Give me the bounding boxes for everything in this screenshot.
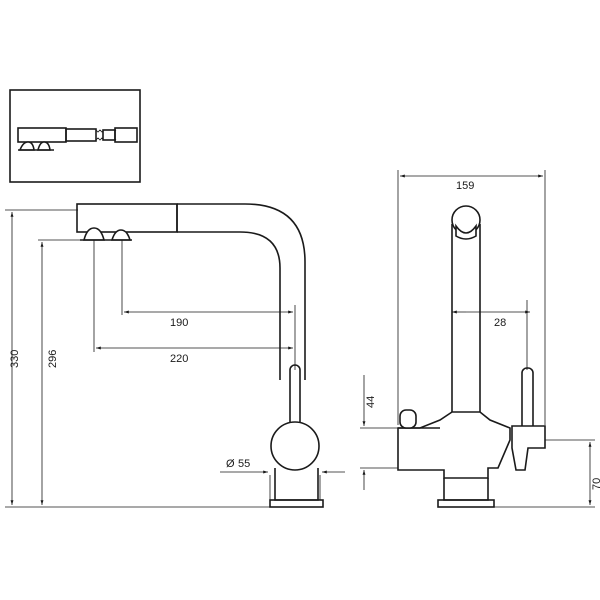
spray-head-detail xyxy=(17,127,138,151)
dim-reach-220: 220 xyxy=(170,353,188,365)
faucet-front-view xyxy=(397,205,546,508)
spray-head-detail-inset xyxy=(9,89,141,183)
base-plate-front xyxy=(437,499,495,508)
faucet-base-front xyxy=(443,478,489,501)
faucet-side-view xyxy=(76,203,324,508)
dim-offset: 28 xyxy=(494,317,506,329)
base-plate xyxy=(269,499,324,508)
inset-frame xyxy=(9,89,141,183)
dim-diameter-symbol: Ø xyxy=(226,458,235,470)
spout-column xyxy=(451,224,481,412)
dim-lever-height: 44 xyxy=(365,396,377,408)
front-view-dimensions: 159 28 44 70 xyxy=(360,170,600,508)
dim-reach-190: 190 xyxy=(170,317,188,329)
hose-section xyxy=(114,127,138,143)
faucet-body-front xyxy=(397,411,511,479)
nozzle-2 xyxy=(110,229,132,241)
right-lever-base xyxy=(511,425,546,471)
faucet-base xyxy=(274,468,319,501)
spout-inner-curve xyxy=(177,231,281,380)
nozzle-1 xyxy=(82,227,106,241)
dim-diameter: 55 xyxy=(238,458,250,470)
side-view-dimensions: 330 296 190 220 Ø 55 xyxy=(5,209,345,508)
hose-connector xyxy=(102,129,116,141)
dim-overall-height: 330 xyxy=(9,350,21,368)
dim-base-height: 70 xyxy=(591,478,600,490)
faucet-body xyxy=(270,421,320,471)
left-cartridge-cap xyxy=(399,409,417,429)
dim-width: 159 xyxy=(456,180,474,192)
dim-spout-height: 296 xyxy=(47,350,59,368)
spout-outer-curve xyxy=(177,203,306,380)
